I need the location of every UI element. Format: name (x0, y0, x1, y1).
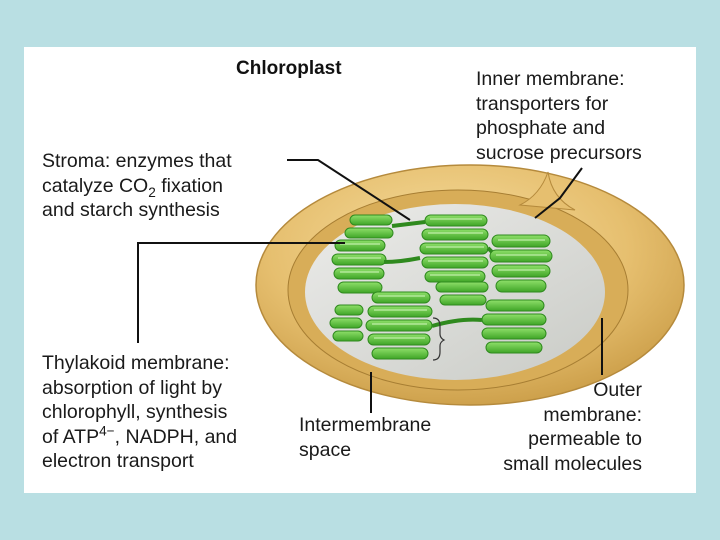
stroma-line-2-text: catalyze CO (42, 174, 149, 197)
inner-membrane-label: Inner membrane: transporters for phospha… (476, 67, 642, 165)
atp-superscript: 4− (99, 423, 115, 438)
thylakoid-label-line-4: of ATP4−, NADPH, and (42, 423, 238, 450)
outer-label-line-2: membrane: (543, 403, 642, 426)
leader-lines (137, 159, 603, 413)
co2-subscript: 2 (148, 184, 156, 200)
outer-membrane-label: Outer membrane: permeable to small molec… (503, 378, 642, 476)
outer-label-line-1: Outer (593, 379, 642, 401)
diagram-title: Chloroplast (236, 58, 342, 79)
inner-membrane-bump (518, 171, 576, 211)
thylakoid-label-line-5: electron transport (42, 450, 194, 472)
thylakoid-label-line-3: chlorophyll, synthesis (42, 401, 228, 423)
stroma-label-line-3: and starch synthesis (42, 199, 220, 221)
thylakoid-label-line-1: Thylakoid membrane: (42, 352, 230, 374)
stroma-line-2-suffix: fixation (155, 174, 223, 197)
inner-membrane-leader-line (534, 167, 583, 219)
inner-label-line-4: sucrose precursors (476, 141, 642, 164)
intermembrane-label-line-2: space (299, 438, 352, 461)
thylakoid-leader-line (137, 242, 345, 343)
inner-label-line-3: phosphate and (476, 117, 606, 139)
thylakoid-line-4-text: of ATP (42, 425, 100, 448)
stroma-leader-line (287, 159, 411, 221)
stroma-label-line-2: catalyze CO2 fixation (42, 174, 232, 199)
thylakoid-line-4-suffix: , NADPH, and (114, 425, 238, 448)
intermembrane-label-line-1: Intermembrane (299, 414, 432, 436)
intermembrane-bracket (432, 317, 446, 361)
thylakoid-label: Thylakoid membrane: absorption of light … (42, 351, 237, 474)
stroma-label: Stroma: enzymes that catalyze CO2 fixati… (42, 149, 232, 223)
thylakoid-label-line-2: absorption of light by (42, 376, 222, 399)
inner-label-line-1: Inner membrane: (476, 68, 625, 90)
thylakoid-grana (329, 214, 553, 360)
intermembrane-label: Intermembrane space (299, 413, 431, 462)
outer-label-line-4: small molecules (503, 452, 642, 475)
stroma-label-line-1: Stroma: enzymes that (42, 150, 232, 172)
grana-highlights (338, 218, 547, 339)
outer-label-line-3: permeable to (528, 428, 642, 450)
inner-label-line-2: transporters for (476, 92, 609, 115)
